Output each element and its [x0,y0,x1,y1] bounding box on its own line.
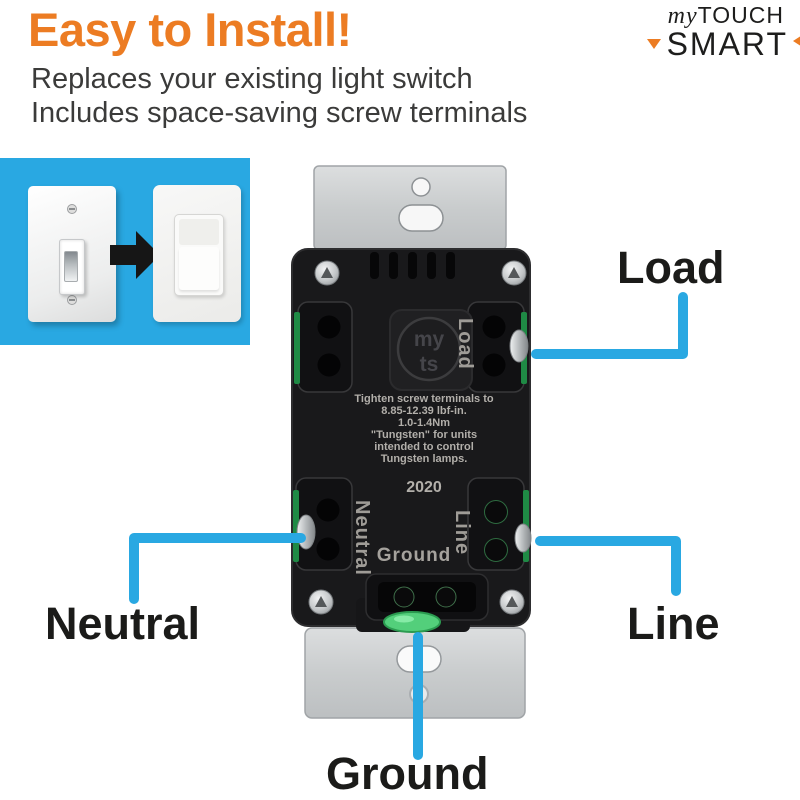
brand-line-touch: myTOUCH [647,3,784,28]
load-callout-line [531,292,688,359]
device-neutral-label: Neutral [351,500,373,576]
corner-screw-icon [308,589,334,615]
svg-text:intended to control: intended to control [374,441,474,453]
device-load-label: Load [454,318,476,370]
ground-callout-label: Ground [326,748,489,799]
brand-logo: myTOUCH SMART [646,3,800,62]
brand-prefix: my [667,3,698,29]
svg-text:Tighten screw terminals to: Tighten screw terminals to [354,393,493,405]
triangle-down-icon [646,39,661,49]
emboss-logo-line1: my [414,328,445,351]
new-smart-switch-image [153,185,241,322]
line-callout-line [535,536,681,596]
device-year-label: 2020 [406,479,442,496]
line-screw [514,523,532,553]
line-callout-label: Line [627,598,720,649]
corner-screw-icon [499,589,525,615]
vent-slots [370,252,455,279]
ground-screw [383,611,441,633]
plate-screw-icon [67,295,77,305]
mounting-bracket-top [313,165,507,251]
corner-screw-icon [501,260,527,286]
switch-comparison-panel [0,158,250,345]
device-ground-label: Ground [377,545,452,566]
subtitle-line-1: Replaces your existing light switch [31,63,473,95]
neutral-callout-line [129,533,306,604]
corner-screw-icon [314,260,340,286]
svg-text:8.85-12.39 lbf-in.: 8.85-12.39 lbf-in. [381,405,467,417]
aux-terminal [294,301,353,393]
triangle-left-fragment-icon [793,34,800,48]
line-terminal [467,477,532,571]
toggle-switch [59,239,85,295]
emboss-logo-line2: ts [420,353,439,376]
svg-text:1.0-1.4Nm: 1.0-1.4Nm [398,417,450,429]
neutral-callout-label: Neutral [45,598,201,649]
smart-switch-rocker [174,214,224,296]
old-toggle-switch-image [28,186,116,322]
neutral-screw [296,514,316,550]
torque-warning-text: Tighten screw terminals to 8.85-12.39 lb… [354,393,493,465]
brand-line-smart: SMART [646,26,788,62]
svg-text:"Tungsten" for units: "Tungsten" for units [371,429,477,441]
callout-lines [129,292,688,760]
bracket-slot [398,204,444,232]
page-title: Easy to Install! [28,3,352,56]
embossed-brand-logo: my ts [389,309,473,391]
bracket-hole [411,177,431,197]
neutral-terminal [293,477,353,571]
load-screw [509,329,529,363]
ground-terminal [365,573,489,633]
subtitle: Replaces your existing light switch Incl… [31,62,527,130]
load-terminal [467,301,529,393]
brand-word-smart: SMART [666,26,788,62]
load-callout-label: Load [617,242,725,293]
brand-word-touch: TOUCH [697,2,784,28]
toggle-lever [64,251,78,282]
device-line-label: Line [451,510,473,555]
svg-text:Tungsten lamps.: Tungsten lamps. [381,453,468,465]
plate-screw-icon [67,204,77,214]
subtitle-line-2: Includes space-saving screw terminals [31,97,528,129]
